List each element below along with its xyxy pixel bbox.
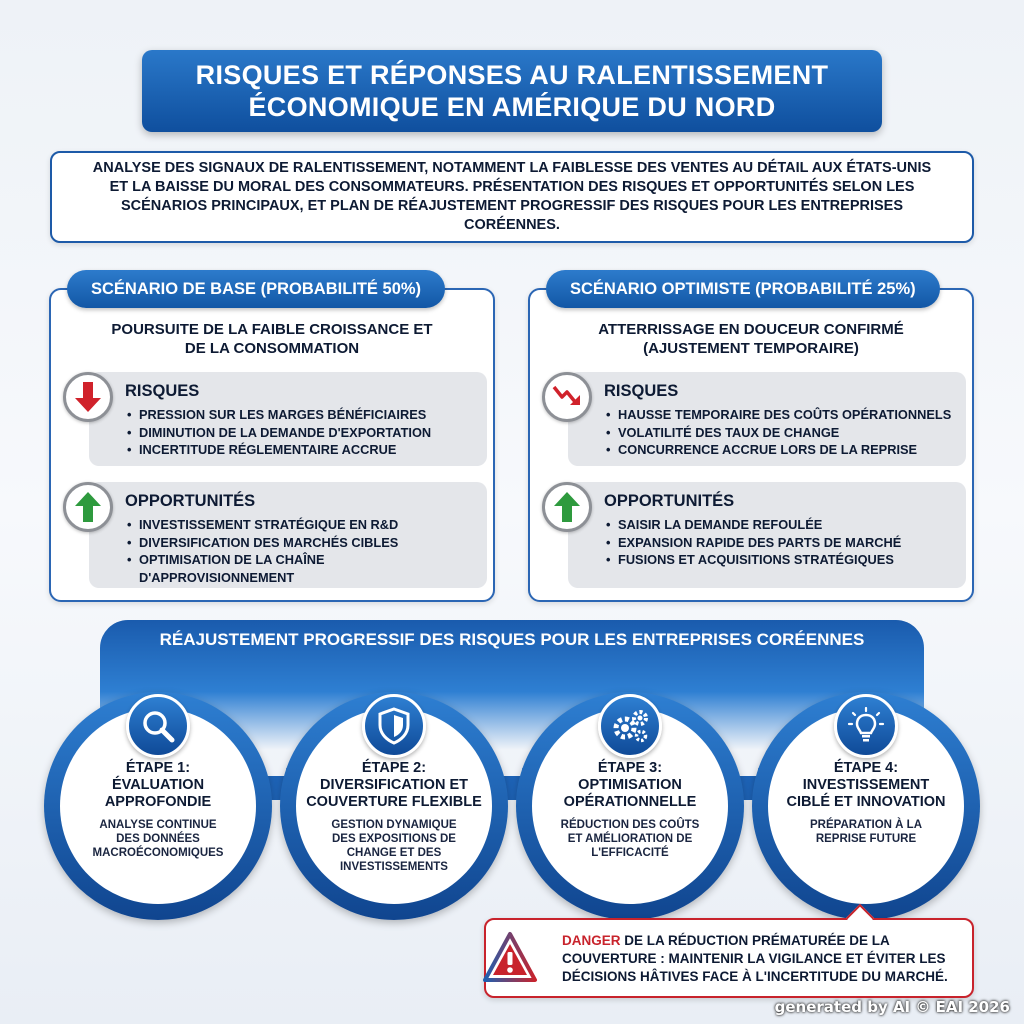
list-item: HAUSSE TEMPORAIRE DES COÛTS OPÉRATIONNEL… <box>604 406 951 424</box>
risks-list: PRESSION SUR LES MARGES BÉNÉFICIAIRES DI… <box>125 406 431 459</box>
risks-heading: RISQUES <box>604 382 679 400</box>
title-line: OPTIMISATION <box>578 777 682 793</box>
opportunities-heading: OPPORTUNITÉS <box>604 492 735 510</box>
opportunities-panel: OPPORTUNITÉS SAISIR LA DEMANDE REFOULÉE … <box>542 482 966 588</box>
desc-line: DES EXPOSITIONS DE <box>332 833 456 845</box>
list-item: DIVERSIFICATION DES MARCHÉS CIBLES <box>125 534 398 552</box>
step-1-title: ÉTAPE 1: ÉVALUATION APPROFONDIE <box>105 760 211 811</box>
list-item: FUSIONS ET ACQUISITIONS STRATÉGIQUES <box>604 551 901 569</box>
list-item: OPTIMISATION DE LA CHAÎNE D'APPROVISIONN… <box>125 551 355 586</box>
desc-line: ANALYSE CONTINUE <box>99 819 217 831</box>
title-line: ÉTAPE 2: <box>361 760 427 776</box>
list-item: VOLATILITÉ DES TAUX DE CHANGE <box>604 424 951 442</box>
intro-box: ANALYSE DES SIGNAUX DE RALENTISSEMENT, N… <box>50 151 974 243</box>
title-line: CIBLÉ ET INNOVATION <box>786 794 946 810</box>
arrow-down-icon <box>63 372 113 422</box>
danger-label: DANGER <box>562 933 621 948</box>
arrow-up-icon <box>63 482 113 532</box>
step-1: ÉTAPE 1: ÉVALUATION APPROFONDIE ANALYSE … <box>44 692 272 920</box>
step-4: ÉTAPE 4: INVESTISSEMENT CIBLÉ ET INNOVAT… <box>752 692 980 920</box>
step-2-title: ÉTAPE 2: DIVERSIFICATION ET COUVERTURE F… <box>306 760 482 811</box>
list-item: INCERTITUDE RÉGLEMENTAIRE ACCRUE <box>125 441 431 459</box>
lightbulb-icon <box>834 694 898 758</box>
list-item: SAISIR LA DEMANDE REFOULÉE <box>604 516 901 534</box>
page-title: RISQUES ET RÉPONSES AU RALENTISSEMENT ÉC… <box>142 50 882 132</box>
desc-line: MACROÉCONOMIQUES <box>92 847 224 859</box>
intro-text: ANALYSE DES SIGNAUX DE RALENTISSEMENT, N… <box>92 160 932 233</box>
scenario-base-card: SCÉNARIO DE BASE (PROBABILITÉ 50%) POURS… <box>49 270 495 602</box>
title-line: OPÉRATIONNELLE <box>563 794 697 810</box>
warning-text: DANGER DE LA RÉDUCTION PRÉMATURÉE DE LA … <box>562 932 966 986</box>
risks-panel: RISQUES PRESSION SUR LES MARGES BÉNÉFICI… <box>63 372 487 466</box>
subtitle-line-2: (AJUSTEMENT TEMPORAIRE) <box>643 340 859 357</box>
warning-box: DANGER DE LA RÉDUCTION PRÉMATURÉE DE LA … <box>482 903 974 998</box>
process-section: RÉAJUSTEMENT PROGRESSIF DES RISQUES POUR… <box>38 620 986 920</box>
process-title: RÉAJUSTEMENT PROGRESSIF DES RISQUES POUR… <box>159 630 865 649</box>
magnifier-icon <box>126 694 190 758</box>
title-line-1: RISQUES ET RÉPONSES AU RALENTISSEMENT <box>195 60 829 90</box>
subtitle-line-1: ATTERRISSAGE EN DOUCEUR CONFIRMÉ <box>598 321 904 338</box>
desc-line: RÉDUCTION DES COÛTS <box>560 819 700 831</box>
title-line: ÉVALUATION <box>111 777 205 793</box>
scenario-optimistic-tab: SCÉNARIO OPTIMISTE (PROBABILITÉ 25%) <box>546 270 940 308</box>
footer-credit: generated by AI © EAI 2026 <box>774 998 1010 1016</box>
warning-message: DE LA RÉDUCTION PRÉMATURÉE DE LA COUVERT… <box>562 933 948 984</box>
scenario-base-tab: SCÉNARIO DE BASE (PROBABILITÉ 50%) <box>67 270 446 308</box>
desc-line: PRÉPARATION À LA <box>809 819 923 831</box>
step-4-content: ÉTAPE 4: INVESTISSEMENT CIBLÉ ET INNOVAT… <box>768 694 964 904</box>
list-item: INVESTISSEMENT STRATÉGIQUE EN R&D <box>125 516 398 534</box>
opportunities-heading: OPPORTUNITÉS <box>125 492 256 510</box>
step-3: ÉTAPE 3: OPTIMISATION OPÉRATIONNELLE RÉD… <box>516 692 744 920</box>
title-line: ÉTAPE 4: <box>833 760 899 776</box>
gears-icon <box>598 694 662 758</box>
desc-line: INVESTISSEMENTS <box>339 861 448 873</box>
list-item: EXPANSION RAPIDE DES PARTS DE MARCHÉ <box>604 534 901 552</box>
step-2-description: GESTION DYNAMIQUE DES EXPOSITIONS DE CHA… <box>331 818 456 874</box>
step-4-description: PRÉPARATION À LA REPRISE FUTURE <box>810 818 922 846</box>
step-3-description: RÉDUCTION DES COÛTS ET AMÉLIORATION DE L… <box>561 818 700 860</box>
shield-icon <box>362 694 426 758</box>
risks-list: HAUSSE TEMPORAIRE DES COÛTS OPÉRATIONNEL… <box>604 406 951 459</box>
step-4-title: ÉTAPE 4: INVESTISSEMENT CIBLÉ ET INNOVAT… <box>787 760 946 811</box>
trend-down-icon <box>542 372 592 422</box>
opportunities-list: SAISIR LA DEMANDE REFOULÉE EXPANSION RAP… <box>604 516 901 569</box>
title-line: COUVERTURE FLEXIBLE <box>306 794 482 810</box>
step-3-title: ÉTAPE 3: OPTIMISATION OPÉRATIONNELLE <box>564 760 697 811</box>
opportunities-panel: OPPORTUNITÉS INVESTISSEMENT STRATÉGIQUE … <box>63 482 487 588</box>
desc-line: DES DONNÉES <box>116 833 200 845</box>
subtitle-line-2: DE LA CONSOMMATION <box>184 340 360 357</box>
title-line: ÉTAPE 1: <box>125 760 191 776</box>
scenario-optimistic-card: SCÉNARIO OPTIMISTE (PROBABILITÉ 25%) ATT… <box>528 270 974 602</box>
scenario-optimistic-subtitle: ATTERRISSAGE EN DOUCEUR CONFIRMÉ (AJUSTE… <box>530 320 972 358</box>
step-2-content: ÉTAPE 2: DIVERSIFICATION ET COUVERTURE F… <box>296 694 492 904</box>
desc-line: ET AMÉLIORATION DE <box>567 833 693 845</box>
desc-line: L'EFFICACITÉ <box>591 847 669 859</box>
title-line: INVESTISSEMENT <box>802 777 930 793</box>
title-line: ÉTAPE 3: <box>597 760 663 776</box>
title-line: APPROFONDIE <box>104 794 212 810</box>
title-line-2: ÉCONOMIQUE EN AMÉRIQUE DU NORD <box>248 92 776 122</box>
risks-panel: RISQUES HAUSSE TEMPORAIRE DES COÛTS OPÉR… <box>542 372 966 466</box>
desc-line: GESTION DYNAMIQUE <box>331 819 457 831</box>
step-1-content: ÉTAPE 1: ÉVALUATION APPROFONDIE ANALYSE … <box>60 694 256 904</box>
list-item: CONCURRENCE ACCRUE LORS DE LA REPRISE <box>604 441 951 459</box>
subtitle-line-1: POURSUITE DE LA FAIBLE CROISSANCE ET <box>111 321 433 338</box>
step-3-content: ÉTAPE 3: OPTIMISATION OPÉRATIONNELLE RÉD… <box>532 694 728 904</box>
step-2: ÉTAPE 2: DIVERSIFICATION ET COUVERTURE F… <box>280 692 508 920</box>
scenario-base-subtitle: POURSUITE DE LA FAIBLE CROISSANCE ET DE … <box>51 320 493 358</box>
desc-line: REPRISE FUTURE <box>815 833 917 845</box>
list-item: PRESSION SUR LES MARGES BÉNÉFICIAIRES <box>125 406 431 424</box>
step-1-description: ANALYSE CONTINUE DES DONNÉES MACROÉCONOM… <box>93 818 224 860</box>
opportunities-list: INVESTISSEMENT STRATÉGIQUE EN R&D DIVERS… <box>125 516 398 586</box>
risks-heading: RISQUES <box>125 382 200 400</box>
warning-icon <box>482 930 538 986</box>
list-item: DIMINUTION DE LA DEMANDE D'EXPORTATION <box>125 424 431 442</box>
arrow-up-icon <box>542 482 592 532</box>
title-line: DIVERSIFICATION ET <box>320 777 468 793</box>
desc-line: CHANGE ET DES <box>346 847 442 859</box>
